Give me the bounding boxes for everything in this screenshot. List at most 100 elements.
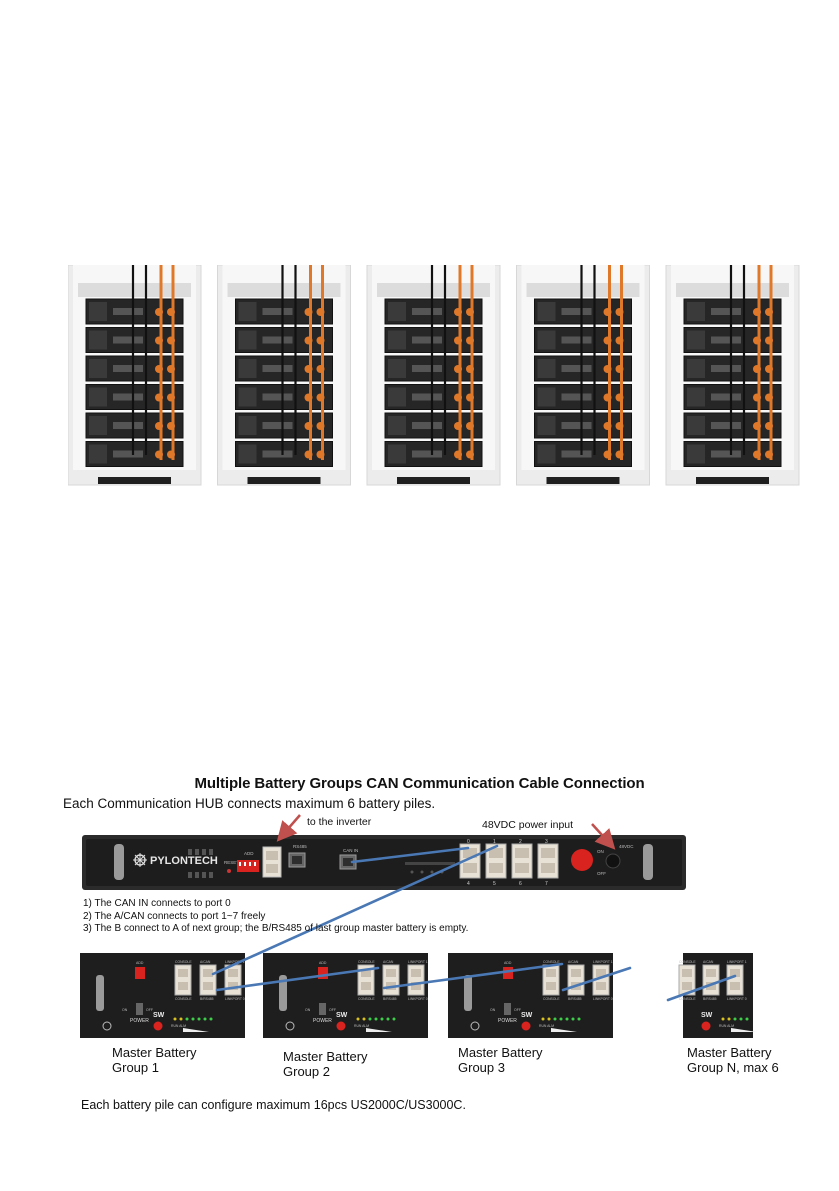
battery-module [235, 327, 333, 353]
panel-port-label: LINKPORT 0 [408, 997, 428, 1001]
panel-port-label: LINKPORT 1 [593, 960, 613, 964]
cable-port-1-to-group-1 [211, 844, 499, 976]
panel-led [209, 1017, 213, 1021]
battery-module [683, 412, 782, 439]
cable-can-in-to-port-0 [350, 846, 470, 864]
battery-cabinet [516, 265, 650, 486]
diagram-title: Multiple Battery Groups CAN Communicatio… [194, 775, 645, 792]
panel-port-label: A/CAN [568, 960, 579, 964]
battery-module [235, 384, 333, 410]
panel-off-label: OFF [514, 1008, 521, 1012]
hub-port-number: 3 [545, 839, 548, 845]
panel-sw-label: SW [521, 1012, 533, 1019]
panel-led [559, 1017, 563, 1021]
hub-port-number: 5 [493, 881, 496, 887]
ground-icon [285, 1021, 295, 1031]
panel-port-label: LINKPORT 1 [408, 960, 428, 964]
panel-sw-button[interactable] [521, 1021, 531, 1031]
panel-dip-switch[interactable] [503, 967, 513, 979]
panel-port-label: LINKPORT 0 [593, 997, 613, 1001]
cable-to-group-n [666, 974, 737, 1002]
panel-power-switch[interactable] [136, 1003, 143, 1015]
battery-module [683, 441, 782, 467]
battery-module [534, 355, 632, 382]
panel-port-label: B/RS485 [383, 997, 397, 1001]
panel-led [386, 1017, 390, 1021]
panel-led [565, 1017, 569, 1021]
panel-led [577, 1017, 581, 1021]
battery-module [534, 441, 632, 467]
panel-dip-switch[interactable] [135, 967, 145, 979]
hub-port-number: 2 [519, 839, 522, 845]
battery-module [85, 384, 184, 410]
panel-port-label: LINKPORT 1 [225, 960, 245, 964]
panel-led [392, 1017, 396, 1021]
battery-module [683, 298, 782, 325]
panel-sw-button[interactable] [336, 1021, 346, 1031]
hub-power-connector[interactable] [605, 853, 621, 869]
ground-icon [102, 1021, 112, 1031]
panel-power-switch[interactable] [319, 1003, 326, 1015]
panel-port-label: LINKPORT 1 [727, 960, 747, 964]
panel-run-label: RUN ALM [719, 1024, 734, 1028]
panel-run-label: RUN ALM [171, 1024, 186, 1028]
battery-module [235, 412, 333, 439]
hub-power-button[interactable] [571, 849, 593, 871]
arrow-to-power-input [591, 823, 616, 850]
panel-port-label: A/CAN [703, 960, 714, 964]
panel-port-label: B/RS485 [200, 997, 214, 1001]
hub-can-port[interactable] [537, 843, 559, 879]
panel-led [185, 1017, 189, 1021]
panel-port-label: B/RS485 [568, 997, 582, 1001]
arrow-to-inverter [276, 814, 301, 842]
hub-reset-label: RESET [224, 860, 239, 865]
battery-module [85, 355, 184, 382]
battery-module [683, 355, 782, 382]
group-label-n: Master Battery Group N, max 6 [687, 1045, 779, 1075]
cable-group-2-to-group-3 [382, 962, 564, 990]
panel-led [547, 1017, 551, 1021]
hub-can-port[interactable] [485, 843, 507, 879]
panel-led [362, 1017, 366, 1021]
hub-can-port[interactable] [511, 843, 533, 879]
panel-off-label: OFF [146, 1008, 153, 1012]
battery-module [384, 412, 483, 439]
hub-can-port[interactable] [459, 843, 481, 879]
battery-module [534, 327, 632, 353]
can-cables [211, 844, 737, 1002]
ground-icon [470, 1021, 480, 1031]
group-label-3: Master Battery Group 3 [458, 1045, 543, 1075]
panel-port-label: B/RS485 [703, 997, 717, 1001]
panel-port-label: CONSOLE [358, 997, 375, 1001]
step-2: 2) The A/CAN connects to port 1~7 freely [83, 910, 266, 922]
panel-dip-switch[interactable] [318, 967, 328, 979]
panel-port-label: LINKPORT 0 [225, 997, 245, 1001]
panel-led [203, 1017, 207, 1021]
panel-led [721, 1017, 725, 1021]
panel-sw-button[interactable] [153, 1021, 163, 1031]
hub-brand: PYLONTECH [150, 855, 218, 867]
hub-rs485-label: RS485 [293, 844, 307, 849]
hub-dip-switch[interactable] [237, 860, 259, 872]
panel-led [727, 1017, 731, 1021]
hub-port-number: 1 [493, 839, 496, 845]
panel-sw-label: SW [701, 1012, 713, 1019]
battery-module [384, 327, 483, 353]
panel-run-label: RUN ALM [539, 1024, 554, 1028]
panel-on-label: ON [305, 1008, 311, 1012]
panel-power-label: POWER [498, 1018, 517, 1024]
battery-module [384, 355, 483, 382]
step-1: 1) The CAN IN connects to port 0 [83, 898, 231, 909]
callout-power-input: 48VDC power input [482, 819, 574, 831]
panel-led [173, 1017, 177, 1021]
battery-module [534, 298, 632, 325]
panel-sw-button[interactable] [701, 1021, 711, 1031]
battery-module [85, 441, 184, 467]
panel-port-label: A/CAN [200, 960, 211, 964]
hub-switch-on-label: ON [597, 849, 604, 854]
panel-power-switch[interactable] [504, 1003, 511, 1015]
